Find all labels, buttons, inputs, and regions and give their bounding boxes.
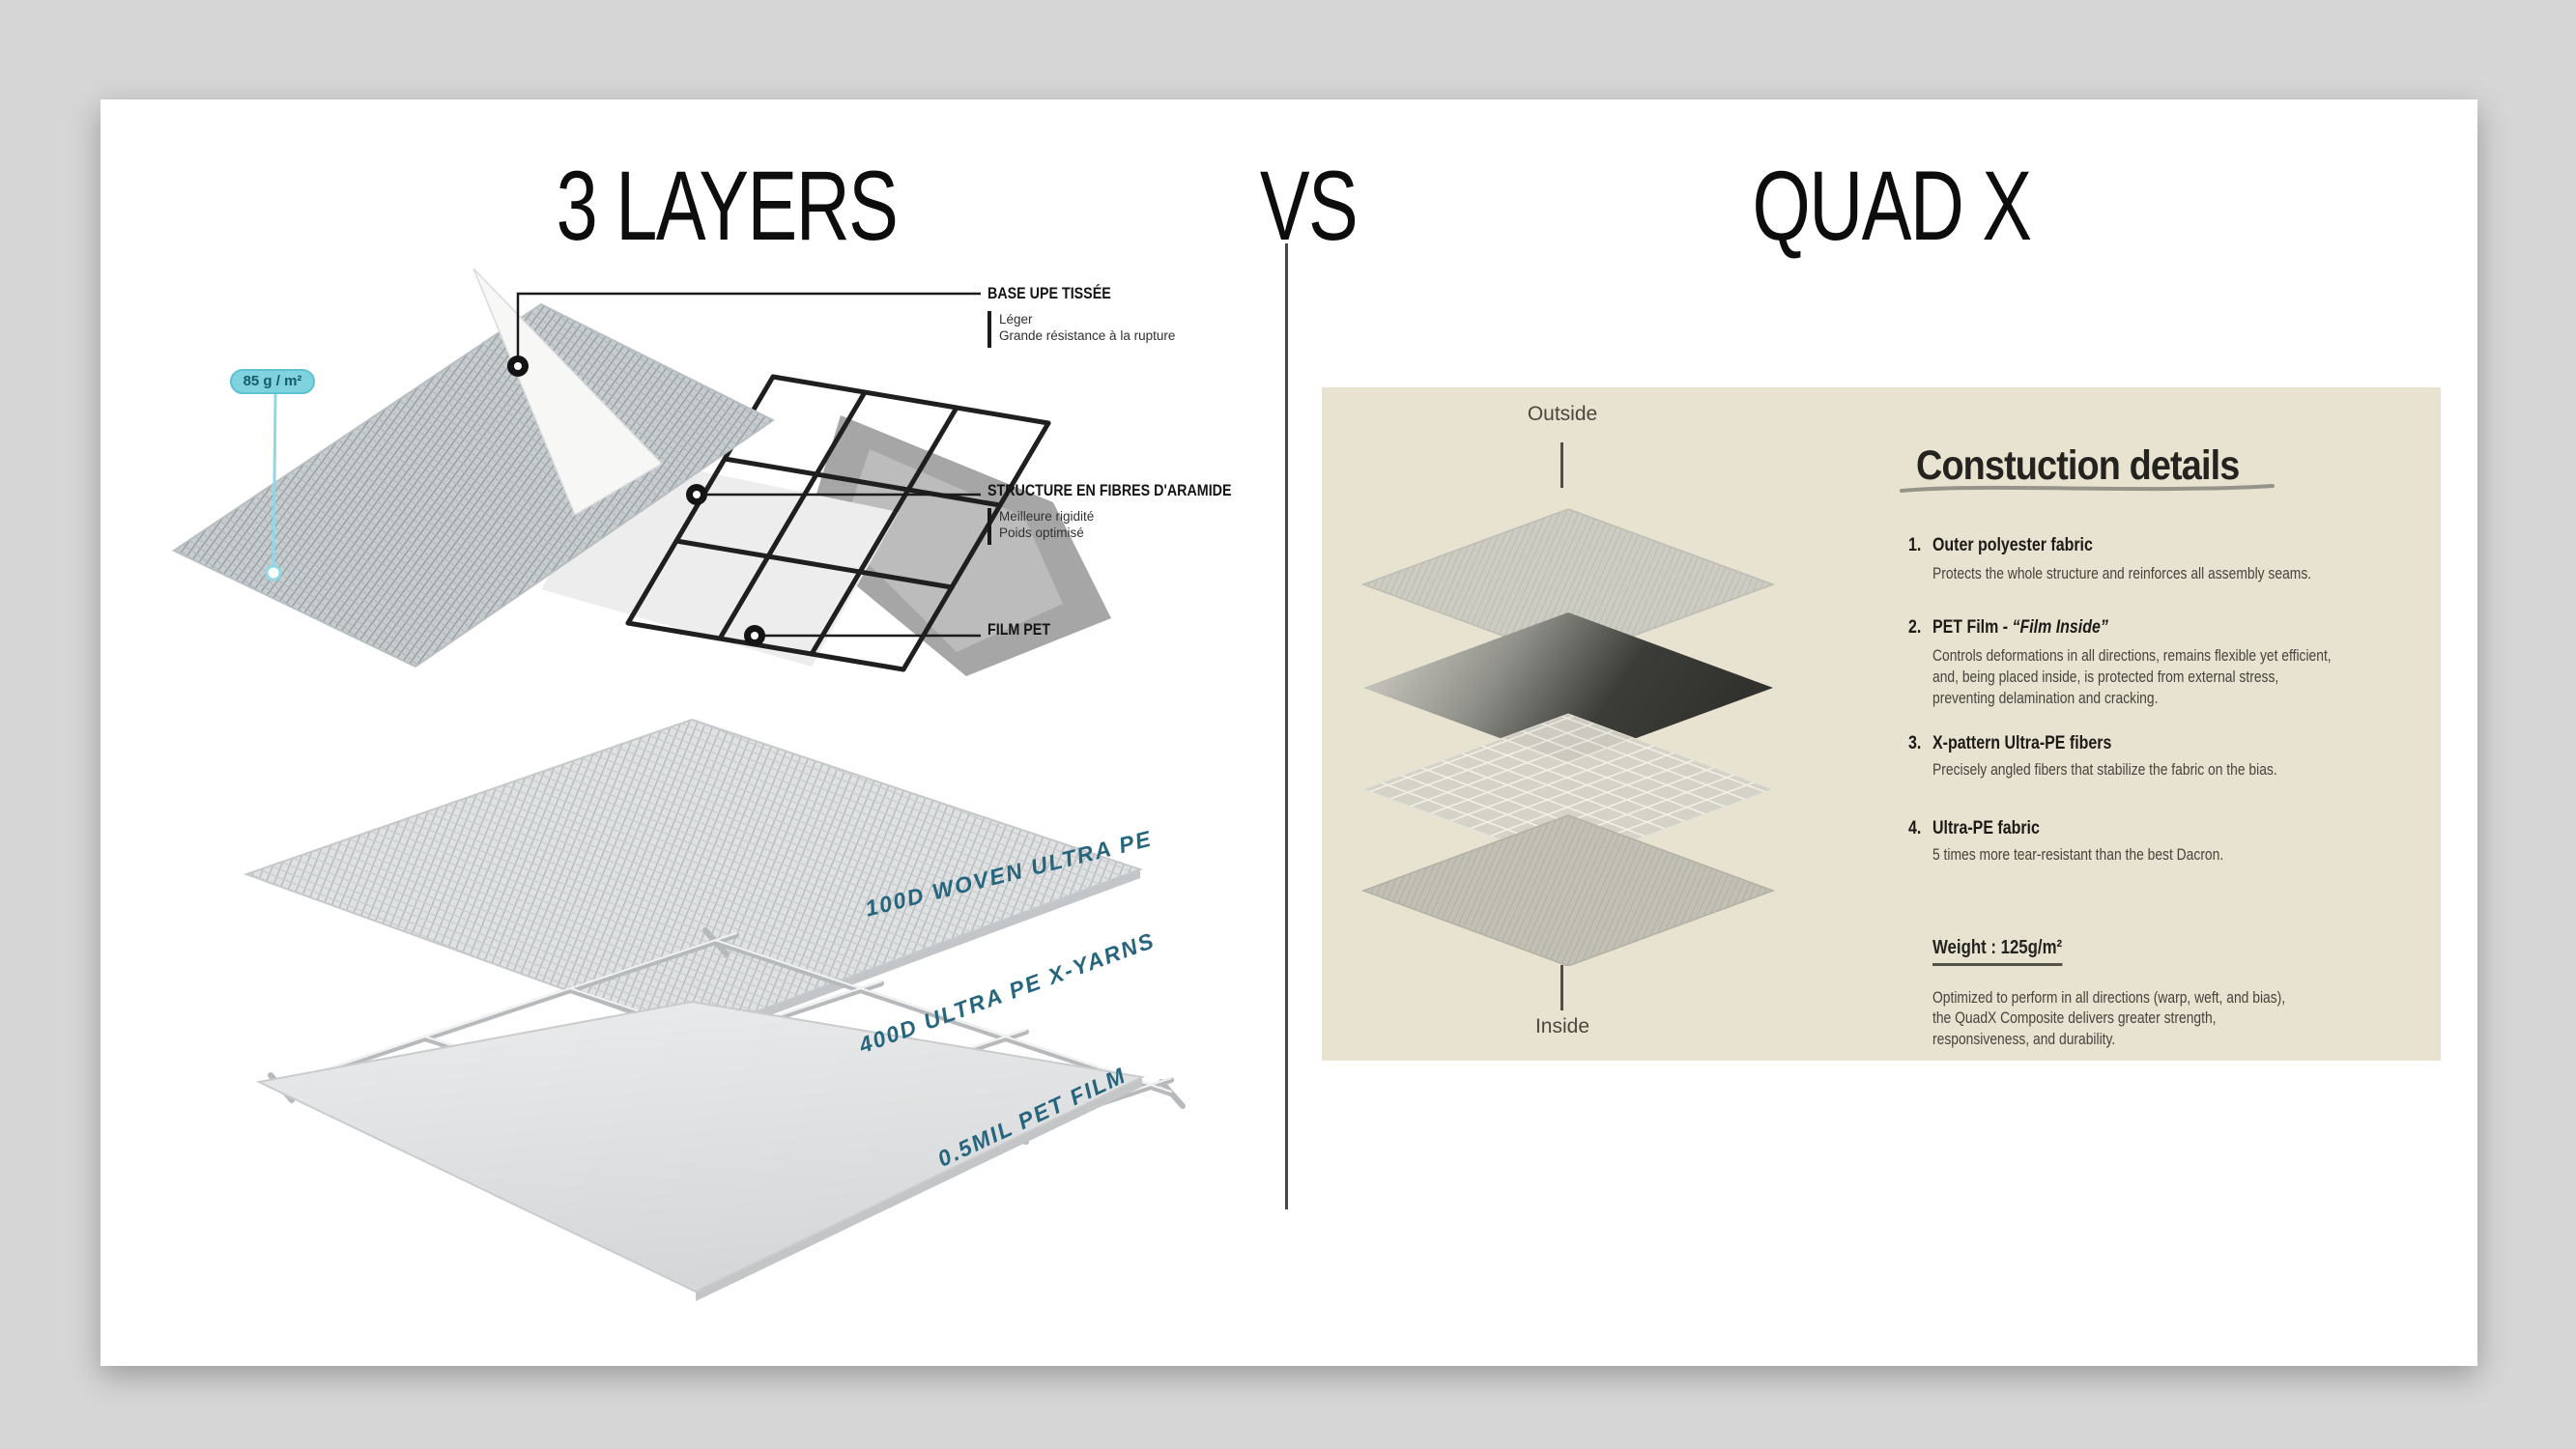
callout-base-upe-details: Léger Grande résistance à la rupture bbox=[987, 311, 1175, 348]
inside-label: Inside bbox=[1534, 1015, 1590, 1037]
title-left-text: 3 LAYERS bbox=[556, 151, 899, 261]
ultra-pe-fabric-layer bbox=[1360, 814, 1776, 966]
quadx-panel: Outside bbox=[1322, 387, 2441, 1061]
item-1-title: Outer polyester fabric bbox=[1932, 535, 2093, 556]
film-edge bbox=[696, 1077, 1142, 1301]
callout-film-pet-text: FILM PET bbox=[987, 620, 1051, 639]
item-3-number: 3. bbox=[1908, 733, 1922, 753]
item-4-desc: 5 times more tear-resistant than the bes… bbox=[1932, 846, 2224, 864]
item-3-desc: Precisely angled fibers that stabilize t… bbox=[1932, 761, 2277, 779]
heading-underline bbox=[1900, 484, 2275, 493]
detail-bar bbox=[987, 508, 991, 545]
pet-film-highlight bbox=[841, 449, 1063, 652]
woven-upe-mesh bbox=[171, 302, 775, 668]
outside-label: Outside bbox=[1527, 403, 1598, 425]
item-2-number: 2. bbox=[1908, 617, 1922, 638]
weight-badge: 85 g / m² bbox=[230, 369, 315, 394]
item-4-title: Ultra-PE fabric bbox=[1932, 818, 2040, 839]
title-right: QUAD X bbox=[1699, 153, 2085, 259]
callout-film-pet: FILM PET bbox=[987, 620, 1062, 639]
item-2-title-em: “Film Inside” bbox=[2012, 617, 2108, 638]
mesh-curl bbox=[472, 268, 664, 517]
item-3-title-text: X-pattern Ultra-PE fibers bbox=[1932, 733, 2112, 753]
weight-spec: Weight : 125g/m² bbox=[1932, 937, 2063, 966]
callout-aramid-lines: Meilleure rigidité Poids optimisé bbox=[999, 509, 1095, 541]
mesh-edge bbox=[692, 869, 1140, 1044]
inside-tick bbox=[1560, 965, 1563, 1010]
callout-base-upe-lines: Léger Grande résistance à la rupture bbox=[999, 312, 1176, 344]
panel-heading: Constuction details bbox=[1916, 442, 2240, 489]
item-2-title-text: PET Film - bbox=[1932, 617, 2013, 638]
title-left: 3 LAYERS bbox=[502, 153, 899, 259]
pet-film-inside-layer bbox=[1363, 612, 1773, 763]
callout-base-upe: BASE UPE TISSÉE bbox=[987, 284, 1134, 303]
exploded-stack-illustration bbox=[243, 718, 1186, 1301]
item-4-number: 4. bbox=[1908, 818, 1922, 838]
item-1-number: 1. bbox=[1908, 535, 1922, 555]
detail-bar bbox=[987, 311, 991, 348]
item-1-desc: Protects the whole structure and reinfor… bbox=[1932, 565, 2312, 582]
item-2-title: PET Film - “Film Inside” bbox=[1932, 617, 2108, 639]
title-right-text: QUAD X bbox=[1752, 151, 2033, 261]
title-vs: VS bbox=[1212, 153, 1405, 259]
panel-footer: Optimized to perform in all directions (… bbox=[1932, 989, 2286, 1048]
three-layers-exploded-illustration bbox=[171, 268, 1111, 676]
quadx-layer-stack-illustration bbox=[1360, 508, 1776, 966]
callout-dot-icon bbox=[507, 355, 765, 646]
item-1-title-text: Outer polyester fabric bbox=[1932, 535, 2093, 555]
item-3-title: X-pattern Ultra-PE fibers bbox=[1932, 733, 2111, 754]
vertical-divider bbox=[1285, 243, 1288, 1209]
weight-badge-leader bbox=[265, 393, 282, 582]
callout-aramid-details: Meilleure rigidité Poids optimisé bbox=[987, 508, 1094, 545]
callout-base-upe-text: BASE UPE TISSÉE bbox=[987, 284, 1111, 302]
callout-aramid-text: STRUCTURE EN FIBRES D'ARAMIDE bbox=[987, 481, 1232, 499]
outside-tick bbox=[1560, 442, 1563, 488]
pet-film-layer bbox=[255, 1000, 1146, 1293]
title-vs-text: VS bbox=[1259, 151, 1359, 261]
callout-leader-lines bbox=[516, 292, 981, 638]
item-4-title-text: Ultra-PE fabric bbox=[1932, 818, 2040, 838]
callout-aramid: STRUCTURE EN FIBRES D'ARAMIDE bbox=[987, 481, 1278, 500]
item-2-desc: Controls deformations in all directions,… bbox=[1932, 647, 2332, 707]
